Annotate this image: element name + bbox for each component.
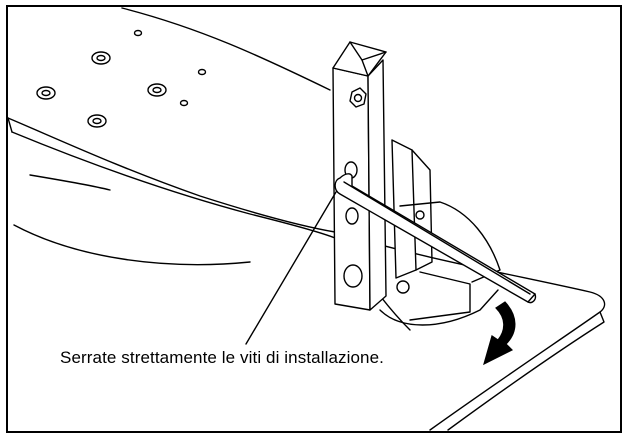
vertical-post xyxy=(332,41,387,311)
screw-icon xyxy=(91,51,111,65)
leader-line xyxy=(245,191,337,345)
screw-holes xyxy=(36,29,207,128)
screw-icon xyxy=(36,86,56,100)
screw-icon xyxy=(147,83,167,97)
rotation-arrow-icon xyxy=(483,301,516,366)
instruction-caption: Serrate strettamente le viti di installa… xyxy=(60,348,384,367)
nut-icon xyxy=(349,87,367,108)
upper-plate xyxy=(7,7,336,239)
screw-icon xyxy=(87,114,107,128)
diagram-frame xyxy=(6,5,622,433)
hex-key-icon xyxy=(334,173,537,304)
bracket xyxy=(379,139,501,326)
